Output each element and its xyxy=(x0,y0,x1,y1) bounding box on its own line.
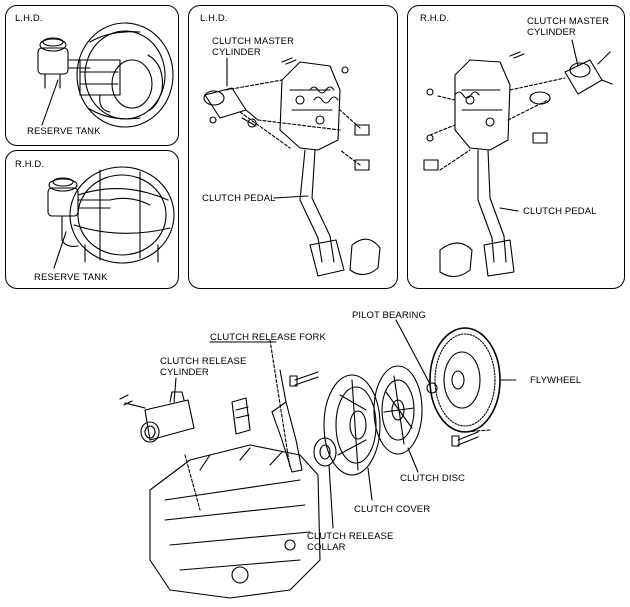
panel-rhd-reserve-tank xyxy=(5,150,179,289)
clutch-master-cylinder-label-rhd: CLUTCH MASTER CYLINDER xyxy=(527,16,610,38)
clutch-exploded-illustration xyxy=(119,319,517,599)
reserve-tank-label-lhd: RESERVE TANK xyxy=(27,126,101,137)
clutch-pedal-label-rhd: CLUTCH PEDAL xyxy=(523,206,597,217)
rhd-tag-pedal-panel: R.H.D. xyxy=(420,13,450,24)
panel-rhd-pedal xyxy=(407,5,625,289)
lhd-tag-pedal-panel: L.H.D. xyxy=(200,13,228,24)
lhd-booster-illustration xyxy=(37,22,174,128)
pilot-bearing-label: PILOT BEARING xyxy=(352,310,426,321)
lhd-pedal-illustration xyxy=(203,57,381,277)
flywheel-label: FLYWHEEL xyxy=(530,375,582,386)
reserve-tank-label-rhd: RESERVE TANK xyxy=(34,272,108,283)
lhd-tag-reserve-panel: L.H.D. xyxy=(15,13,43,24)
rhd-booster-illustration xyxy=(47,166,175,269)
clutch-release-fork-label: CLUTCH RELEASE FORK xyxy=(210,332,326,343)
panel-lhd-reserve-tank xyxy=(5,5,179,146)
clutch-master-cylinder-label-lhd: CLUTCH MASTER CYLINDER xyxy=(212,36,295,58)
rhd-pedal-illustration xyxy=(423,39,613,278)
clutch-cover-label: CLUTCH COVER xyxy=(354,504,431,515)
clutch-release-collar-label: CLUTCH RELEASE COLLAR xyxy=(307,531,394,553)
clutch-pedal-label-lhd: CLUTCH PEDAL xyxy=(202,193,276,204)
clutch-release-cylinder-label: CLUTCH RELEASE CYLINDER xyxy=(160,356,247,378)
panel-lhd-pedal xyxy=(188,5,398,289)
rhd-tag-reserve-panel: R.H.D. xyxy=(15,159,45,170)
clutch-disc-label: CLUTCH DISC xyxy=(400,473,465,484)
